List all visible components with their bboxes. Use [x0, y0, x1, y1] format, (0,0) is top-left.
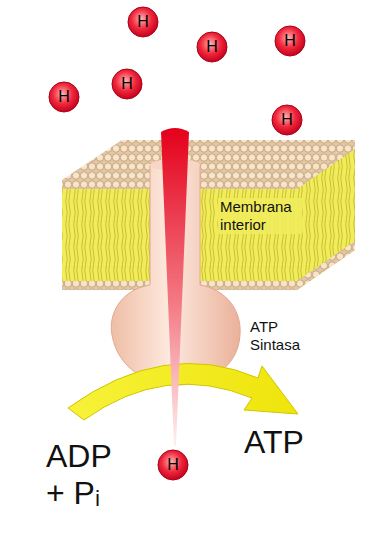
ion-outline	[112, 69, 142, 99]
ion-symbol: H	[58, 89, 70, 105]
hydrogen-ion: H	[111, 68, 143, 100]
molecule-label: ATP	[242, 424, 326, 461]
ion-outline	[158, 450, 188, 480]
molecule-label: ADP + Pᵢ	[44, 438, 122, 512]
ion-symbol: H	[281, 112, 293, 128]
ion-symbol: H	[121, 76, 133, 92]
hydrogen-ion: H	[48, 81, 80, 113]
lipid-heads	[297, 140, 355, 189]
ion-outline	[197, 32, 227, 62]
ion-symbol: H	[284, 33, 296, 49]
ion-outline	[275, 26, 305, 56]
proton-flow-arrow	[161, 128, 189, 446]
hydrogen-ion: H	[196, 31, 228, 63]
hydrogen-ion: H	[127, 6, 159, 38]
hydrogen-ion: H	[274, 25, 306, 57]
part-label: ATP Sintasa	[248, 318, 324, 354]
membrane-side	[297, 140, 355, 290]
hydrogen-ion: H	[271, 104, 303, 136]
ion-outline	[128, 7, 158, 37]
reaction-arrow	[68, 363, 298, 420]
membrane	[62, 140, 355, 290]
part-label: Membrana interior	[218, 198, 302, 234]
ion-outline	[272, 105, 302, 135]
ion-symbol: H	[167, 457, 179, 473]
ion-outline	[49, 82, 79, 112]
ion-symbol: H	[137, 14, 149, 30]
lipid-heads	[297, 241, 355, 290]
hydrogen-ion: H	[157, 449, 189, 481]
ion-symbol: H	[206, 39, 218, 55]
